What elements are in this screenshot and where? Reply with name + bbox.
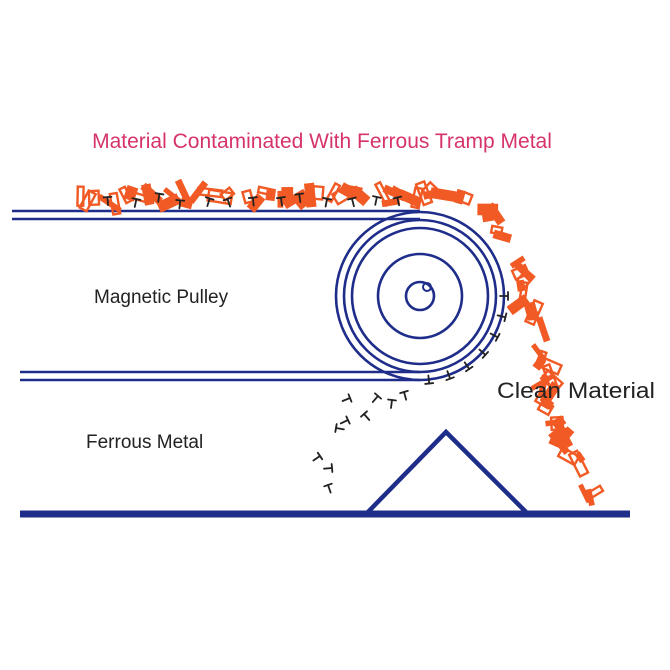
pulley-ring — [376, 252, 464, 340]
ferrous-metal-label: Ferrous Metal — [86, 432, 203, 453]
material-chunk — [533, 354, 564, 376]
material-chunk — [162, 187, 181, 203]
material-chunk — [536, 398, 555, 417]
tramp-metal-piece — [131, 197, 142, 208]
material-chunk — [548, 423, 569, 449]
material-chunk — [527, 311, 540, 321]
pulley-axle — [404, 280, 436, 312]
pulley-belt-outer — [334, 210, 506, 382]
clean-material-stream — [76, 178, 605, 507]
tramp-metal-piece — [323, 463, 334, 473]
magnetic-pulley-label: Magnetic Pulley — [94, 287, 229, 308]
tramp-metal-piece — [392, 195, 403, 207]
material-chunk — [77, 188, 98, 213]
material-chunk — [174, 178, 191, 202]
material-chunk — [311, 184, 325, 201]
material-chunk — [246, 193, 266, 213]
material-chunk — [556, 435, 574, 452]
tramp-metal-piece — [334, 423, 345, 433]
material-chunk — [240, 188, 255, 205]
material-chunk — [140, 182, 163, 205]
material-chunk — [509, 255, 526, 269]
material-chunk — [481, 211, 494, 223]
tramp-metal-piece — [341, 393, 353, 403]
tramp-metal-piece — [424, 374, 435, 385]
pulley-rim — [350, 226, 490, 366]
splitter-triangle — [366, 428, 528, 514]
clean-material-label: Clean Material — [497, 378, 655, 403]
tramp-metal-piece — [102, 195, 113, 206]
tramp-metal-piece — [445, 370, 455, 381]
tramp-metal-piece — [247, 196, 258, 207]
tramp-metal-piece — [323, 482, 333, 494]
material-chunk — [551, 415, 567, 431]
material-chunk — [537, 374, 549, 398]
material-chunk — [397, 189, 423, 208]
pulley-belt-inner — [342, 218, 498, 374]
material-chunk — [567, 449, 590, 479]
material-chunk — [348, 185, 371, 207]
ferrous-metal-pieces — [102, 192, 509, 494]
material-chunk — [556, 445, 581, 467]
ground-and-splitter — [20, 428, 630, 518]
tramp-metal-piece — [360, 410, 371, 421]
material-chunk — [506, 294, 530, 316]
material-chunk — [492, 229, 513, 243]
material-chunk — [453, 188, 466, 205]
material-chunk — [219, 186, 236, 203]
tramp-metal-piece — [489, 332, 501, 342]
tramp-metal-piece — [339, 415, 351, 425]
tramp-metal-piece — [478, 348, 489, 359]
tramp-metal-piece — [222, 196, 233, 208]
tramp-metal-piece — [276, 196, 286, 207]
material-chunk — [265, 189, 276, 202]
pulley-axle-pin — [422, 282, 432, 292]
material-chunk — [485, 202, 506, 226]
material-chunk — [532, 356, 547, 371]
material-chunk — [459, 190, 474, 207]
tramp-metal-piece — [371, 392, 382, 403]
material-chunk — [206, 188, 234, 206]
material-chunk — [108, 191, 122, 216]
tramp-metal-piece — [499, 291, 509, 301]
tramp-metal-piece — [312, 451, 324, 462]
material-chunk — [325, 181, 342, 204]
magnetic-pulley — [334, 210, 506, 382]
tramp-metal-piece — [322, 197, 332, 208]
material-chunk — [585, 488, 595, 507]
material-chunk — [429, 187, 457, 203]
tramp-metal-piece — [387, 398, 397, 409]
tramp-metal-piece — [175, 199, 186, 210]
tramp-metal-piece — [154, 192, 165, 203]
tramp-metal-piece — [204, 196, 215, 207]
material-chunk — [535, 316, 551, 343]
tramp-metal-piece — [463, 361, 474, 373]
tramp-metal-piece — [399, 390, 409, 401]
tramp-metal-piece — [347, 196, 357, 208]
diagram-title: Material Contaminated With Ferrous Tramp… — [92, 130, 552, 153]
tramp-metal-piece — [496, 312, 508, 323]
material-chunk — [97, 193, 122, 213]
material-chunk — [381, 197, 401, 208]
tramp-metal-piece — [294, 192, 305, 203]
conveyor-belt — [12, 209, 420, 382]
tramp-metal-piece — [372, 195, 382, 206]
